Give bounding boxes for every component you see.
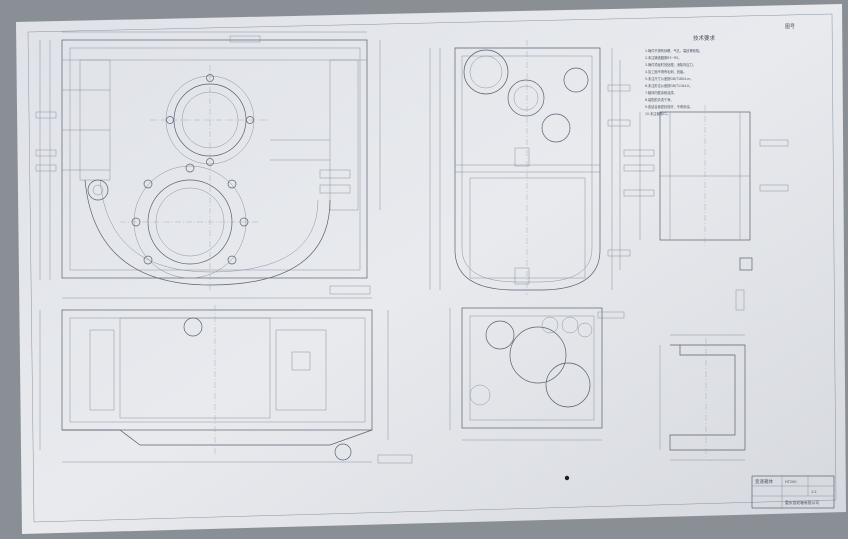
note-line: 10.未注倒角C1。: [645, 111, 670, 116]
section-view: [623, 105, 789, 311]
note-line: 1.铸件不得有砂眼、气孔、裂纹等缺陷。: [645, 48, 702, 53]
material: HT200: [785, 480, 796, 484]
top-view: [39, 285, 413, 464]
scale: 1:2: [811, 490, 817, 494]
ink-dot: [564, 475, 570, 481]
technical-notes: 技术要求 1.铸件不得有砂眼、气孔、裂纹等缺陷。 2.未注铸造圆角R3~R5。 …: [645, 34, 716, 116]
drawing-frame: [27, 13, 837, 523]
note-line: 4.加工面不得有毛刺、划痕。: [645, 69, 686, 74]
detail-view: [659, 334, 746, 461]
note-line: 6.未注形位公差按GB/T1184-K。: [645, 83, 693, 88]
notes-title: 技术要求: [693, 34, 716, 42]
part-name: 变速箱体: [755, 478, 773, 485]
title-block: 变速箱体 HT200 1:2 重庆齿轮箱有限公司: [751, 475, 835, 509]
note-line: 8.装配前清洗干净。: [645, 97, 674, 102]
note-line: 9.各结合面密封良好，不得渗油。: [645, 104, 693, 109]
front-view: [35, 31, 381, 290]
note-line: 2.未注铸造圆角R3~R5。: [645, 55, 682, 60]
side-view: [429, 40, 631, 295]
bottom-view: [449, 307, 625, 441]
note-line: 7.箱体内壁涂耐油漆。: [645, 90, 677, 95]
note-line: 3.铸件须经时效处理，消除内应力。: [645, 62, 696, 67]
note-line: 5.未注尺寸公差按GB/T1804-m。: [645, 76, 694, 81]
corner-label: 图号: [785, 24, 795, 30]
company-name: 重庆齿轮箱有限公司: [785, 500, 819, 505]
paper-sheet: [16, 4, 846, 534]
